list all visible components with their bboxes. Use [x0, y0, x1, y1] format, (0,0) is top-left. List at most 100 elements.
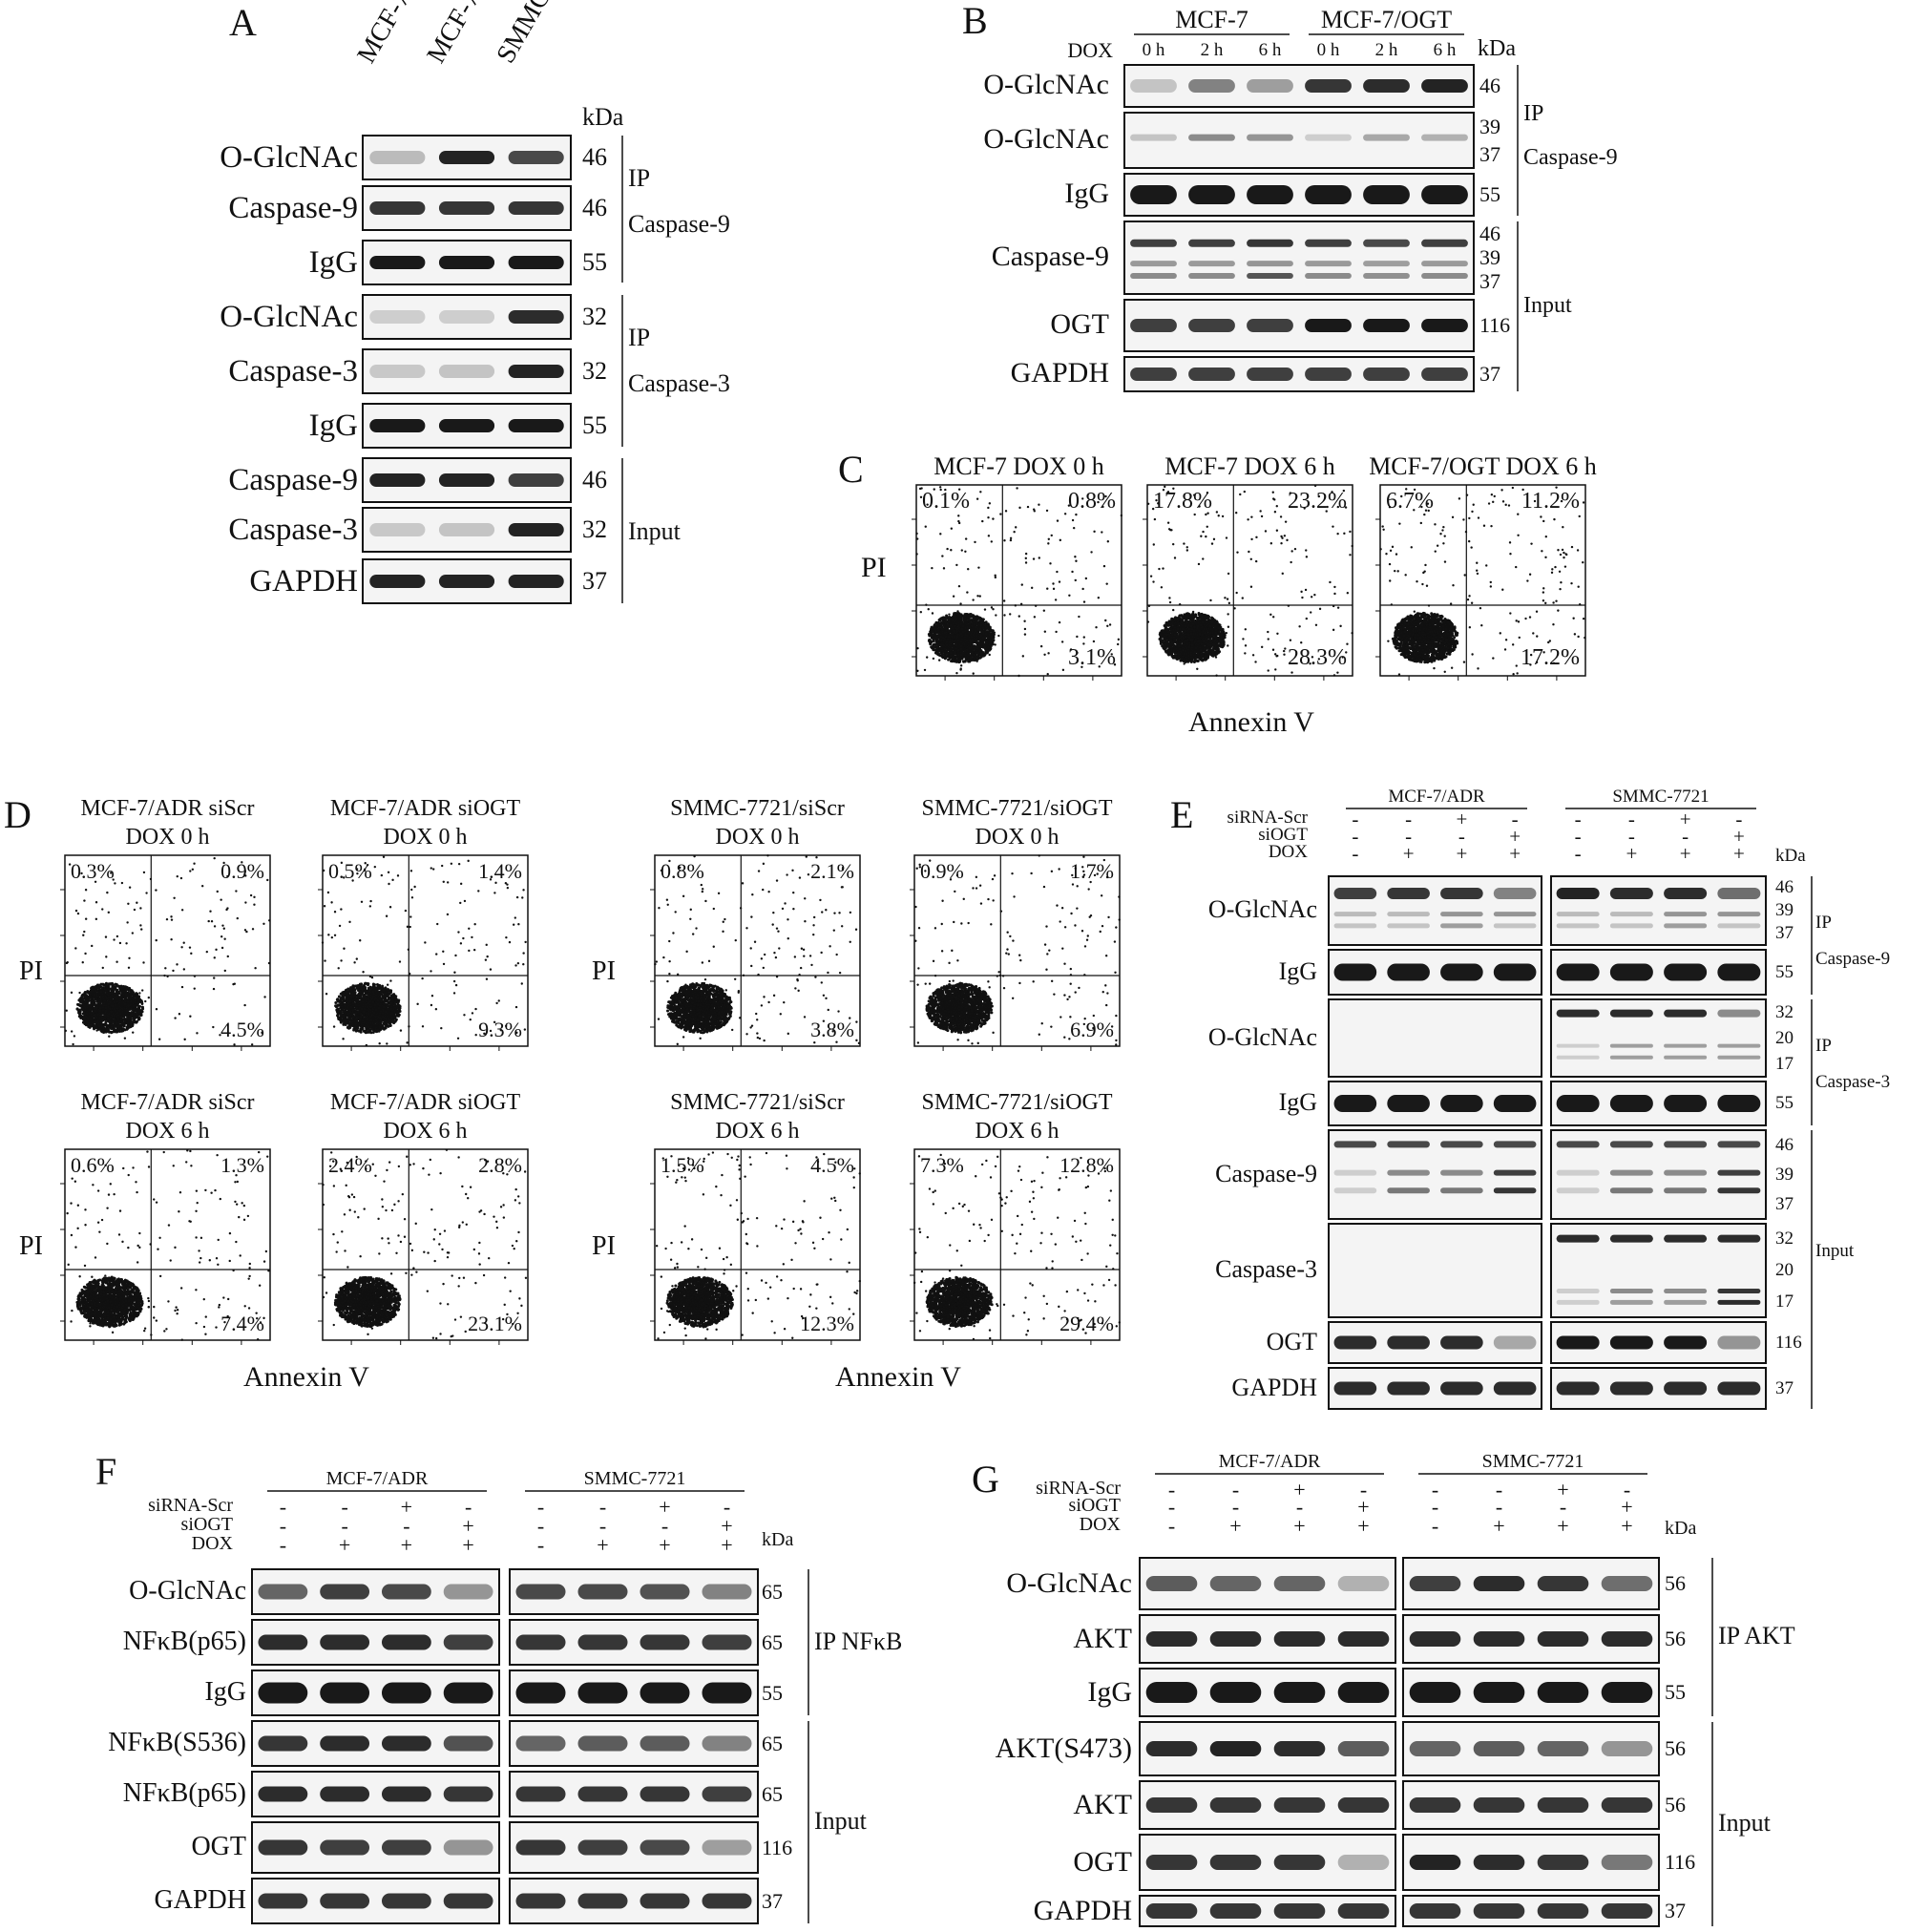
event-dot — [1440, 654, 1443, 657]
event-dot — [1217, 639, 1220, 641]
event-dot — [1204, 638, 1206, 640]
event-dot — [1213, 640, 1216, 642]
event-dot — [1439, 618, 1442, 620]
event-dot — [1193, 624, 1196, 627]
event-dot — [916, 670, 918, 672]
event-dot — [1212, 647, 1215, 650]
event-dot — [984, 633, 987, 636]
event-dot — [1181, 652, 1184, 655]
event-dot — [957, 645, 960, 648]
event-dot — [960, 640, 963, 642]
event-dot — [1422, 636, 1425, 639]
event-dot — [1195, 641, 1198, 644]
event-dot — [1433, 650, 1436, 653]
event-dot — [1216, 632, 1219, 635]
event-dot — [971, 640, 974, 643]
event-dot — [1081, 588, 1083, 590]
event-dot — [992, 642, 995, 645]
event-dot — [1210, 653, 1213, 656]
event-dot — [987, 644, 990, 647]
event-dot — [976, 616, 979, 619]
event-dot — [1215, 645, 1218, 648]
event-dot — [942, 633, 945, 636]
event-dot — [1182, 643, 1185, 646]
event-dot — [971, 622, 974, 625]
event-dot — [954, 622, 957, 625]
event-dot — [987, 507, 989, 509]
event-dot — [1181, 625, 1184, 628]
event-dot — [1215, 639, 1218, 641]
event-dot — [1166, 643, 1169, 646]
event-dot — [1407, 635, 1410, 638]
event-dot — [955, 637, 958, 640]
event-dot — [1169, 601, 1171, 603]
event-dot — [944, 634, 947, 637]
event-dot — [1204, 642, 1206, 645]
event-dot — [1202, 640, 1205, 643]
event-dot — [1185, 640, 1188, 642]
event-dot — [1213, 629, 1216, 632]
event-dot — [950, 642, 953, 645]
event-dot — [951, 641, 954, 644]
blot-strip-b-band — [1305, 273, 1352, 279]
event-dot — [965, 639, 968, 641]
event-dot — [1197, 636, 1200, 639]
event-dot — [948, 648, 951, 651]
event-dot — [945, 617, 948, 620]
event-dot — [1175, 646, 1178, 649]
event-dot — [1179, 639, 1182, 641]
event-dot — [1064, 513, 1066, 514]
event-dot — [1205, 641, 1207, 644]
event-dot — [1153, 543, 1155, 545]
event-dot — [974, 623, 976, 626]
event-dot — [958, 633, 961, 636]
event-dot — [1201, 643, 1204, 646]
event-dot — [960, 621, 963, 624]
event-dot — [978, 633, 981, 636]
event-dot — [1416, 618, 1419, 620]
event-dot — [1453, 628, 1456, 631]
event-dot — [953, 622, 954, 624]
event-dot — [1174, 625, 1177, 628]
event-dot — [1204, 623, 1206, 625]
event-dot — [973, 630, 975, 633]
event-dot — [1184, 628, 1186, 631]
event-dot — [1179, 627, 1182, 630]
event-dot — [957, 637, 960, 640]
event-dot — [980, 640, 983, 643]
event-dot — [1433, 629, 1436, 632]
event-dot — [1164, 644, 1166, 647]
event-dot — [1201, 639, 1204, 641]
event-dot — [959, 614, 962, 617]
event-dot — [1196, 631, 1199, 634]
blot-strip-a-band — [439, 310, 494, 324]
event-dot — [972, 640, 975, 642]
event-dot — [1188, 640, 1191, 642]
event-dot — [950, 631, 953, 634]
event-dot — [1203, 658, 1206, 661]
event-dot — [1186, 636, 1189, 639]
event-dot — [945, 646, 948, 649]
event-dot — [964, 647, 967, 650]
event-dot — [1015, 526, 1017, 528]
event-dot — [1416, 630, 1419, 633]
event-dot — [979, 624, 982, 627]
event-dot — [1418, 647, 1421, 650]
event-dot — [1187, 640, 1190, 642]
event-dot — [951, 642, 954, 645]
event-dot — [939, 533, 941, 535]
event-dot — [1209, 630, 1212, 633]
event-dot — [964, 635, 967, 638]
event-dot — [1450, 638, 1453, 640]
event-dot — [957, 639, 960, 641]
event-dot — [1178, 638, 1181, 640]
event-dot — [1437, 623, 1439, 626]
event-dot — [1425, 645, 1428, 648]
event-dot — [1437, 620, 1440, 622]
event-dot — [1446, 640, 1449, 643]
event-dot — [964, 631, 967, 634]
event-dot — [1214, 644, 1217, 647]
event-dot — [952, 640, 954, 643]
event-dot — [1202, 622, 1205, 625]
event-dot — [966, 642, 969, 645]
